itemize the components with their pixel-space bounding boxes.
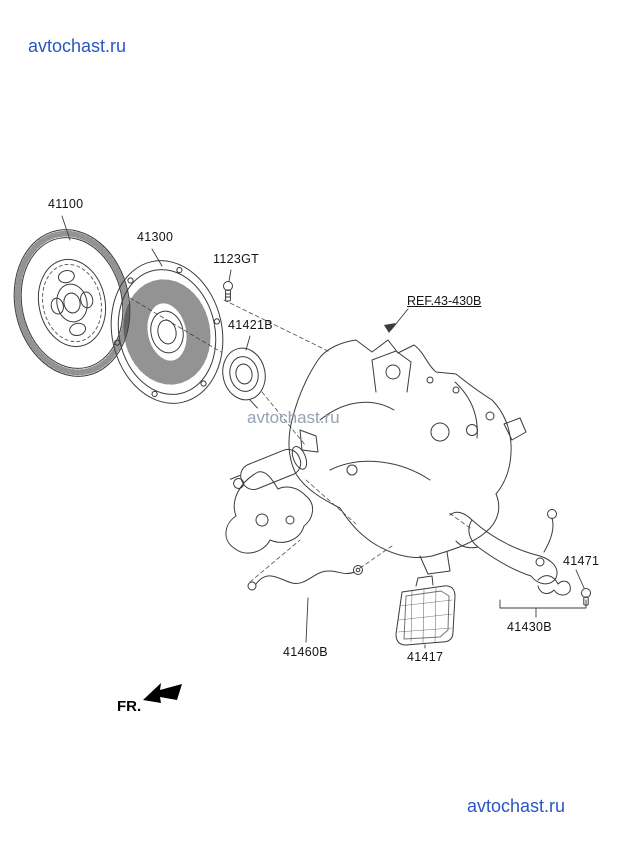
leader-lines [61,215,587,649]
ref-label-43-430b[interactable]: REF.43-430B [407,294,482,308]
clutch-cover-drawing [110,260,224,404]
part-label-41421b: 41421B [228,318,273,332]
release-cylinder-drawing [229,445,308,490]
watermark-center: avtochast.ru [247,408,340,427]
front-direction-arrow [143,683,182,703]
part-label-41471: 41471 [563,554,600,568]
ref-leader-arrowhead [384,323,396,333]
part-label-41300: 41300 [137,230,174,244]
part-label-41100: 41100 [48,197,84,211]
mount-bracket-drawing [225,471,313,554]
clutch-disc-drawing [13,229,131,377]
part-label-41430b: 41430B [507,620,552,634]
part-label-41417: 41417 [407,650,444,664]
part-label-1123gt: 1123GT [213,252,260,266]
release-bearing-drawing [222,347,266,409]
boot-cover-drawing [395,575,456,646]
assembly-axis-lines [129,297,471,583]
watermark-link-top-left[interactable]: avtochast.ru [28,36,127,56]
bolt-drawing [223,281,233,302]
clutch-hose-drawing [247,565,363,591]
front-direction-label: FR. [117,698,142,715]
spring-clip-drawing [537,575,591,606]
watermark-link-bottom-right[interactable]: avtochast.ru [467,796,566,816]
part-label-41460b: 41460B [283,645,328,659]
transmission-case-drawing [288,339,527,575]
release-fork-drawing [449,509,558,585]
